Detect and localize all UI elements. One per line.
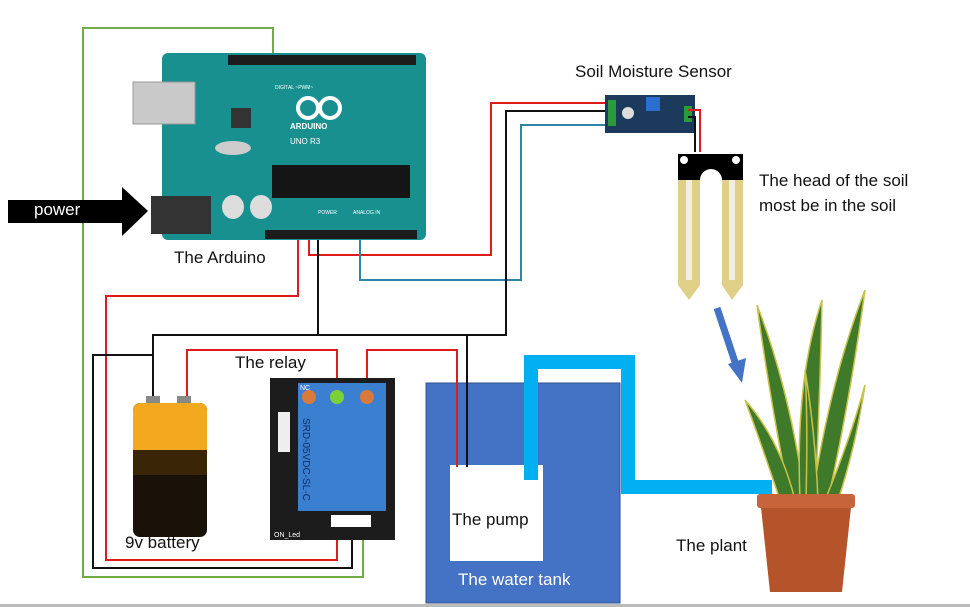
bottom-border bbox=[0, 604, 970, 607]
arduino-brand: ARDUINO bbox=[290, 122, 327, 131]
arduino-model: UNO R3 bbox=[290, 137, 321, 146]
wire-green bbox=[82, 27, 364, 578]
power-arrow bbox=[8, 187, 148, 236]
wire-red-relay-pump bbox=[366, 349, 458, 467]
wire-black-bus bbox=[152, 110, 612, 400]
wire-red-arduino-relay bbox=[105, 232, 338, 561]
plant-label: The plant bbox=[676, 536, 747, 555]
battery bbox=[133, 396, 207, 537]
relay-module: NC ON_Led SRD-05VDC-SL-C Keyes_SRly bbox=[270, 378, 406, 540]
water-pipe bbox=[524, 355, 772, 494]
arduino-analog: ANALOG IN bbox=[353, 210, 381, 216]
plant bbox=[744, 289, 866, 592]
tank-label: The water tank bbox=[458, 570, 571, 589]
power-label: power bbox=[34, 200, 81, 219]
soil-probe bbox=[678, 154, 743, 300]
wire-red-battery-relay bbox=[186, 349, 338, 402]
sensor-label: Soil Moisture Sensor bbox=[575, 62, 732, 81]
battery-label: 9v battery bbox=[125, 533, 200, 552]
arduino-board: ARDUINO UNO R3 DIGITAL ~PWM~ POWER ANALO… bbox=[132, 53, 426, 240]
relay-label: The relay bbox=[235, 353, 306, 372]
arduino-digital: DIGITAL ~PWM~ bbox=[275, 85, 313, 91]
wire-red-sensor-vcc bbox=[308, 102, 612, 256]
wire-black-relay bbox=[92, 354, 353, 569]
probe-note-line1: The head of the soil bbox=[759, 171, 909, 190]
wire-blue-sensor-signal bbox=[359, 124, 612, 281]
wires bbox=[82, 27, 612, 578]
relay-model: SRD-05VDC-SL-C bbox=[300, 418, 311, 501]
relay-nc: NC bbox=[300, 385, 310, 392]
probe-to-plant-arrow bbox=[713, 306, 746, 383]
pump bbox=[450, 465, 543, 561]
relay-led: ON_Led bbox=[274, 532, 300, 539]
pump-label: The pump bbox=[452, 510, 529, 529]
soil-sensor-module bbox=[605, 95, 701, 152]
probe-note-line2: most be in the soil bbox=[759, 196, 897, 215]
arduino-power: POWER bbox=[318, 210, 337, 216]
relay-brand: Keyes_SRly bbox=[395, 420, 406, 474]
arduino-label: The Arduino bbox=[174, 248, 266, 267]
